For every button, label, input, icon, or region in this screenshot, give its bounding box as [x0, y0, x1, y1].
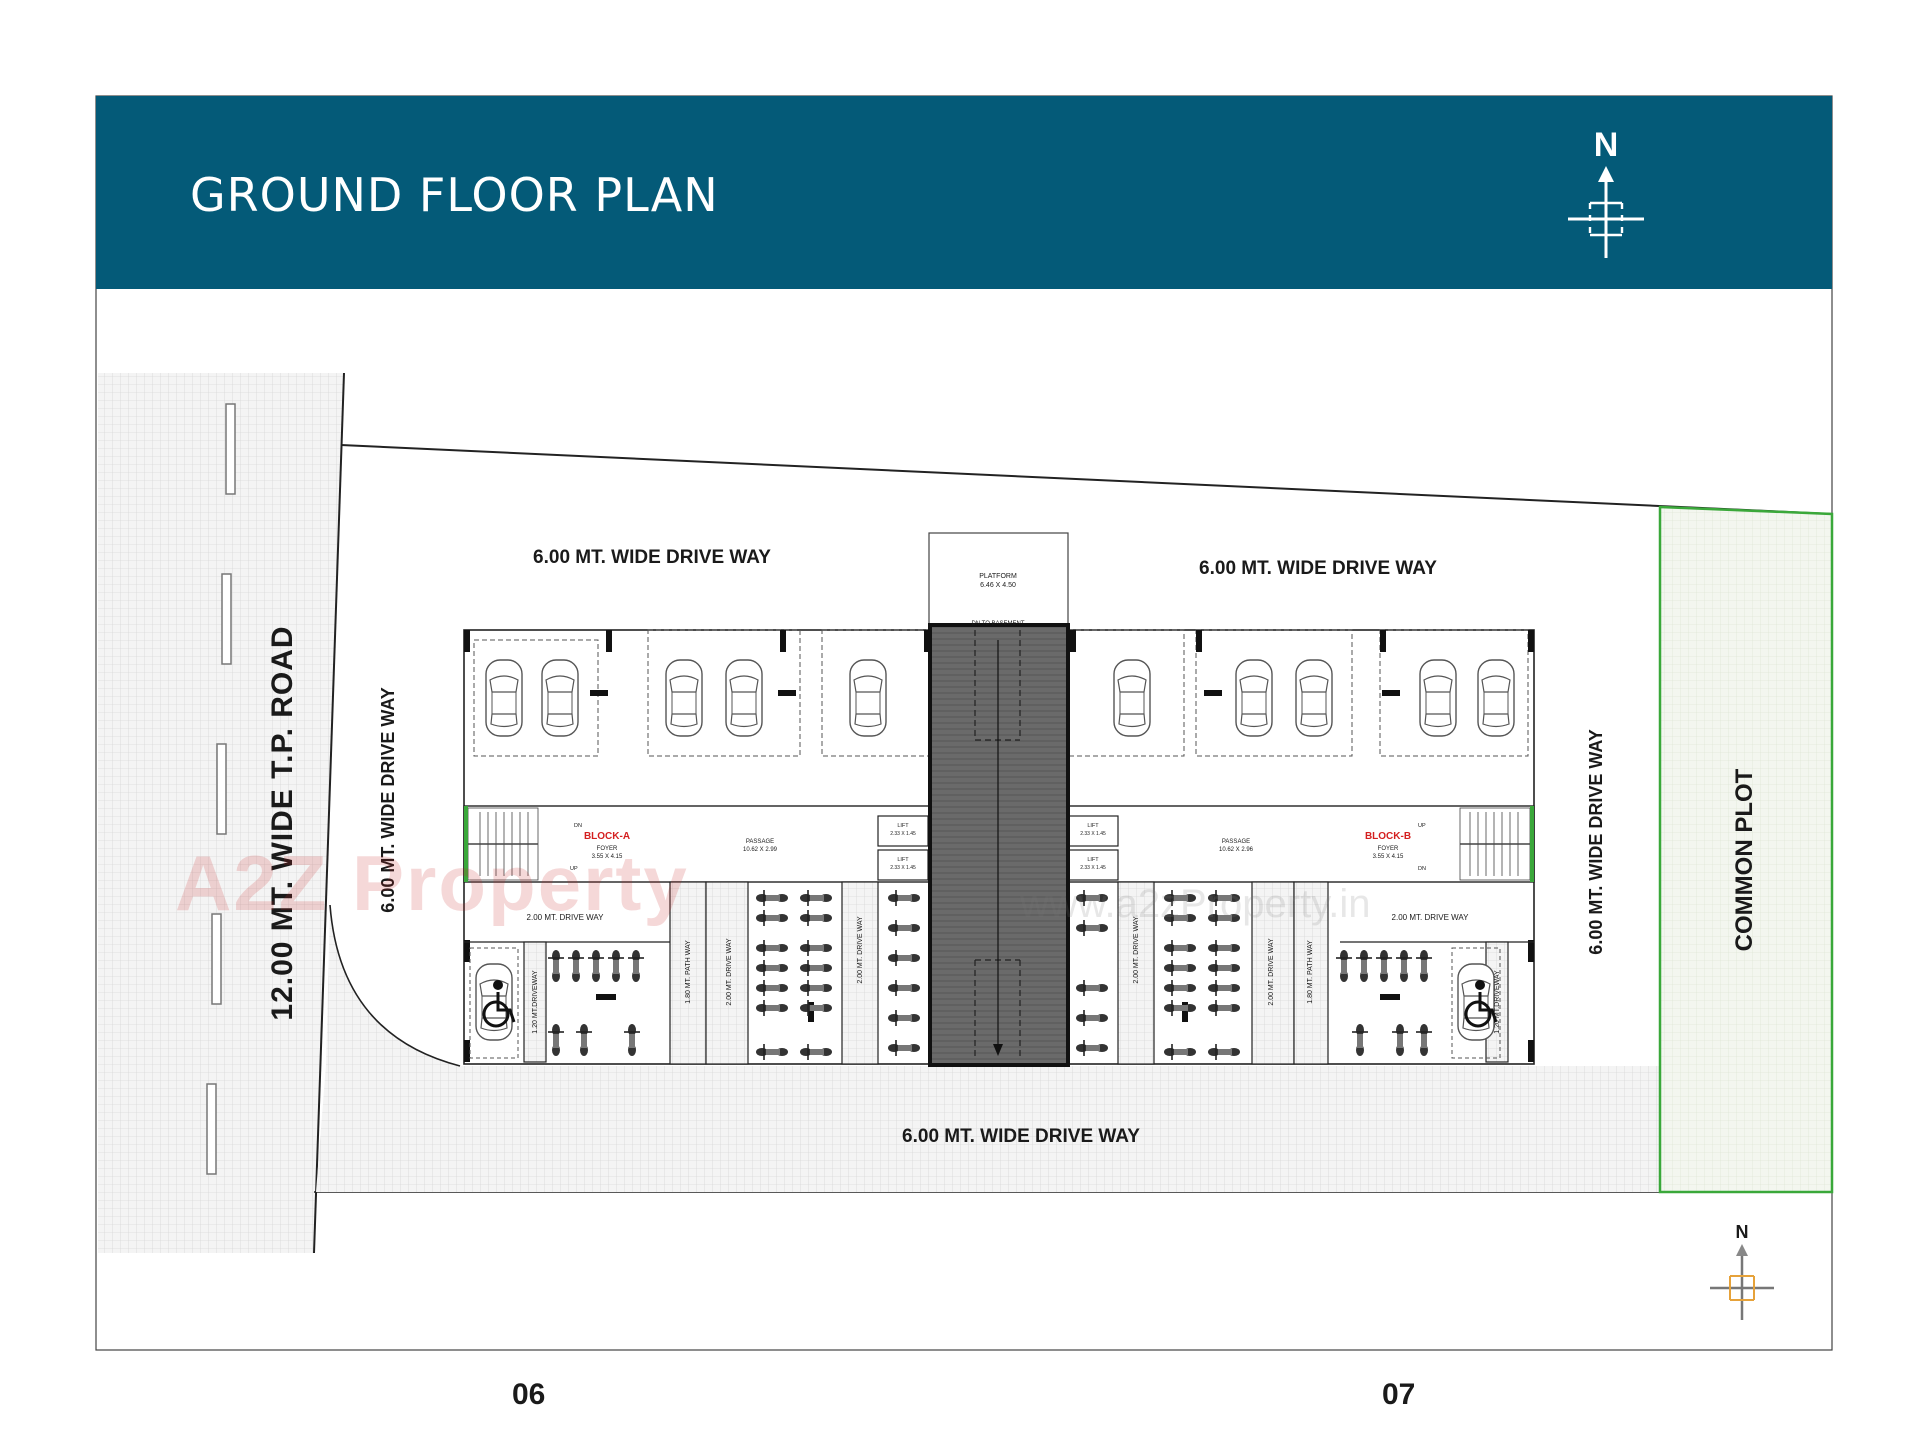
driveway-label-south: 6.00 MT. WIDE DRIVE WAY	[902, 1126, 1140, 1147]
driveway-1-2m-a: 1.20 MT.DRIVEWAY	[532, 970, 539, 1034]
ramp-label: DN TO BASEMENT	[971, 621, 1024, 627]
drive-way-2m-e: 2.00 MT. DRIVE WAY	[1133, 916, 1140, 984]
platform-box	[928, 532, 1069, 626]
road-label: 12.00 MT. WIDE T.P. ROAD	[266, 625, 299, 1020]
block-a-lift-2-size: 2.33 X 1.45	[890, 865, 916, 871]
north-arrow-icon	[1568, 166, 1644, 258]
block-b-name: BLOCK-B	[1365, 831, 1411, 842]
block-a-stair-up: UP	[570, 866, 578, 872]
watermark-brand: A2Z Property	[175, 839, 689, 927]
block-b-passage: PASSAGE	[1222, 839, 1250, 845]
common-plot-label: COMMON PLOT	[1731, 768, 1758, 951]
block-b-lift-1: LIFT	[1087, 823, 1099, 829]
driveway-1-2m-b: 1.20 MT.DRIVEWAY	[1494, 970, 1501, 1034]
north-arrow-small-icon	[1710, 1244, 1774, 1320]
block-b-foyer-size: 3.55 X 4.15	[1373, 854, 1404, 860]
block-a-passage: PASSAGE	[746, 839, 774, 845]
page-number-left: 06	[512, 1378, 546, 1411]
block-b-lift-2-size: 2.33 X 1.45	[1080, 865, 1106, 871]
stair-block-b	[1459, 807, 1531, 881]
page-title: GROUND FLOOR PLAN	[190, 168, 719, 222]
block-b-stair-dn: DN	[1418, 866, 1426, 872]
block-a-foyer: FOYER	[597, 846, 618, 852]
lifts	[877, 815, 1119, 881]
south-driveway	[316, 1062, 1660, 1192]
basement-ramp	[928, 623, 1070, 1067]
block-a-passage-size: 10.62 X 2.99	[743, 847, 778, 853]
accessible-parking-icon-left	[469, 947, 519, 1059]
north-label-header: N	[1594, 126, 1619, 164]
watermark-site: www.a2zProperty.in	[1020, 882, 1371, 926]
platform-label: PLATFORM	[979, 573, 1017, 580]
block-b-lift-1-size: 2.33 X 1.45	[1080, 831, 1106, 837]
block-b-lift-2: LIFT	[1087, 857, 1099, 863]
drive-way-2m-b: 2.00 MT. DRIVE WAY	[1392, 913, 1470, 922]
drive-way-2m-f: 2.00 MT. DRIVE WAY	[1268, 938, 1275, 1006]
drive-way-2m-c: 2.00 MT. DRIVE WAY	[726, 938, 733, 1006]
block-a-foyer-size: 3.55 X 4.15	[592, 854, 623, 860]
block-b-stair-up: UP	[1418, 823, 1426, 829]
lobby-band	[463, 805, 1535, 883]
driveway-label-west: 6.00 MT. WIDE DRIVE WAY	[378, 687, 398, 912]
common-plot-area	[1658, 505, 1834, 1194]
block-a-name: BLOCK-A	[584, 831, 630, 842]
page-number-right: 07	[1382, 1378, 1416, 1411]
driveway-label-east: 6.00 MT. WIDE DRIVE WAY	[1586, 729, 1606, 954]
driveway-label-nw: 6.00 MT. WIDE DRIVE WAY	[533, 547, 771, 568]
header-band	[96, 96, 1832, 289]
path-way-b: 1.80 MT. PATH WAY	[1307, 940, 1314, 1004]
driveway-label-ne: 6.00 MT. WIDE DRIVE WAY	[1199, 558, 1437, 579]
block-b-foyer: FOYER	[1378, 846, 1399, 852]
drive-way-2m-a: 2.00 MT. DRIVE WAY	[527, 913, 605, 922]
road-center-dashes	[206, 403, 236, 1175]
block-a-lift-1: LIFT	[897, 823, 909, 829]
block-a-lift-1-size: 2.33 X 1.45	[890, 831, 916, 837]
block-a-stair-dn: DN	[574, 823, 582, 829]
platform-size: 6.46 X 4.50	[980, 582, 1016, 589]
accessible-parking-icon-right	[1451, 947, 1501, 1059]
north-label-small: N	[1736, 1222, 1749, 1242]
path-way-a: 1.80 MT. PATH WAY	[685, 940, 692, 1004]
site-boundary-north	[340, 444, 1833, 515]
block-a-lift-2: LIFT	[897, 857, 909, 863]
drive-way-2m-d: 2.00 MT. DRIVE WAY	[857, 916, 864, 984]
block-b-passage-size: 10.62 X 2.96	[1219, 847, 1254, 853]
